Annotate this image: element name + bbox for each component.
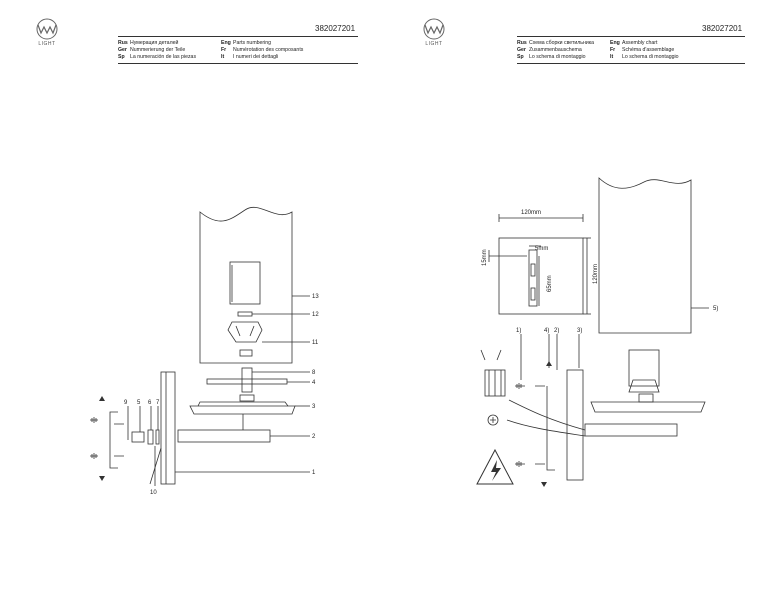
callout-10: 10 [150, 490, 157, 496]
parts-diagram: 13 12 11 8 4 3 2 1 9 5 6 7 10 [90, 206, 319, 496]
callout-5: 5 [137, 400, 141, 406]
wall-backplate [160, 371, 176, 485]
washer-plate [206, 378, 288, 385]
dimension-width: 120mm [521, 210, 541, 216]
dimension-slot-length: 65mm [547, 275, 553, 292]
step-5: 5) [713, 306, 718, 312]
power-cable [506, 399, 586, 437]
logo-text: LIGHT [38, 41, 56, 47]
header-rule-bottom [118, 63, 358, 64]
fitting-nut [131, 431, 145, 443]
callout-12: 12 [312, 312, 319, 318]
mounting-bracket [109, 411, 118, 469]
threaded-rod [241, 367, 253, 393]
screw-icon [515, 383, 525, 389]
mw-logo-icon [36, 18, 58, 40]
mounting-template [498, 237, 584, 315]
callout-3: 3 [312, 404, 316, 410]
callout-8: 8 [312, 370, 316, 376]
callout-13: 13 [312, 294, 319, 300]
electric-warning-icon [476, 448, 514, 485]
brand-logo: LIGHT [30, 18, 64, 47]
dimension-slot: 5mm [535, 246, 548, 252]
document-number: 382027201 [315, 24, 356, 33]
mw-logo-icon [423, 18, 445, 40]
screw-icon [515, 461, 525, 467]
base-plate [590, 401, 706, 413]
callout-6: 6 [148, 400, 152, 406]
header-rule-top [118, 36, 358, 37]
document-number: 382027201 [702, 24, 743, 33]
arm [177, 429, 271, 443]
screw-icon [90, 453, 98, 459]
callout-11: 11 [312, 340, 319, 346]
assembly-diagram: 120mm 120mm 15mm 5mm 65mm 1) 4) 2) 3) 5) [476, 177, 718, 487]
socket-holder [227, 321, 263, 343]
bulb-socket [229, 261, 261, 305]
callout-4: 4 [312, 380, 316, 386]
brand-logo: LIGHT [417, 18, 451, 47]
callout-2: 2 [312, 434, 316, 440]
dimension-offset: 15mm [482, 249, 488, 266]
dimension-height: 120mm [593, 264, 599, 284]
arm [584, 423, 678, 437]
step-4: 4) [544, 328, 549, 334]
callout-7: 7 [156, 400, 160, 406]
logo-text: LIGHT [425, 41, 443, 47]
mounting-slot [528, 249, 538, 307]
lamp-shade [199, 206, 293, 364]
bulb-socket [628, 349, 660, 387]
callout-9: 9 [124, 400, 128, 406]
lamp-shade [598, 177, 692, 334]
ground-icon [487, 414, 499, 426]
callout-1: 1 [312, 470, 316, 476]
step-1: 1) [516, 328, 521, 334]
header-rule-top [517, 36, 745, 37]
step-2: 2) [554, 328, 559, 334]
step-3: 3) [577, 328, 582, 334]
base-plate [189, 405, 296, 415]
header-rule-bottom [517, 63, 745, 64]
screw-icon [90, 417, 98, 423]
